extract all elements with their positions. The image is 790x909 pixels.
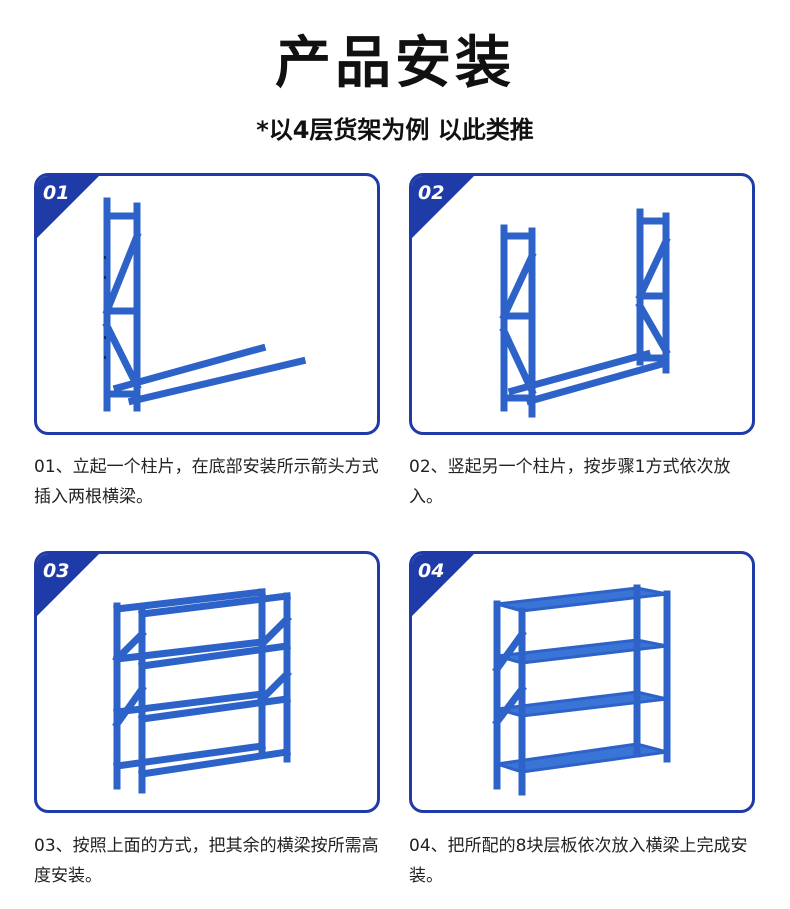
step-number-4: 04: [418, 560, 445, 582]
step-badge-4: [412, 554, 474, 616]
step-number-1: 01: [43, 182, 70, 204]
rack-illustration-step-4: [492, 584, 671, 796]
step-badge-3: [37, 554, 99, 616]
step-badge-2: [412, 176, 474, 238]
step-caption-2: 02、竖起另一个柱片，按步骤1方式依次放入。: [409, 457, 731, 507]
step-number-3: 03: [43, 560, 70, 582]
rack-illustration-step-1: [102, 197, 307, 412]
step-caption-4: 04、把所配的8块层板依次放入横梁上完成安装。: [409, 836, 748, 886]
step-caption-1: 01、立起一个柱片，在底部安装所示箭头方式插入两根横梁。: [34, 457, 379, 507]
step-card-1: 01: [34, 173, 380, 435]
step-card-3: 03: [34, 551, 380, 813]
rack-illustration-step-3: [112, 588, 292, 794]
rack-illustration-step-2: [499, 208, 671, 418]
step-caption-3: 03、按照上面的方式，把其余的横梁按所需高度安装。: [34, 836, 379, 886]
page-title: 产品安装: [275, 31, 515, 96]
step-number-2: 02: [418, 182, 445, 204]
step-card-2: 02: [409, 173, 755, 435]
page-subtitle: *以4层货架为例 以此类推: [256, 116, 534, 144]
step-card-4: 04: [409, 551, 755, 813]
step-badge-1: [37, 176, 99, 238]
